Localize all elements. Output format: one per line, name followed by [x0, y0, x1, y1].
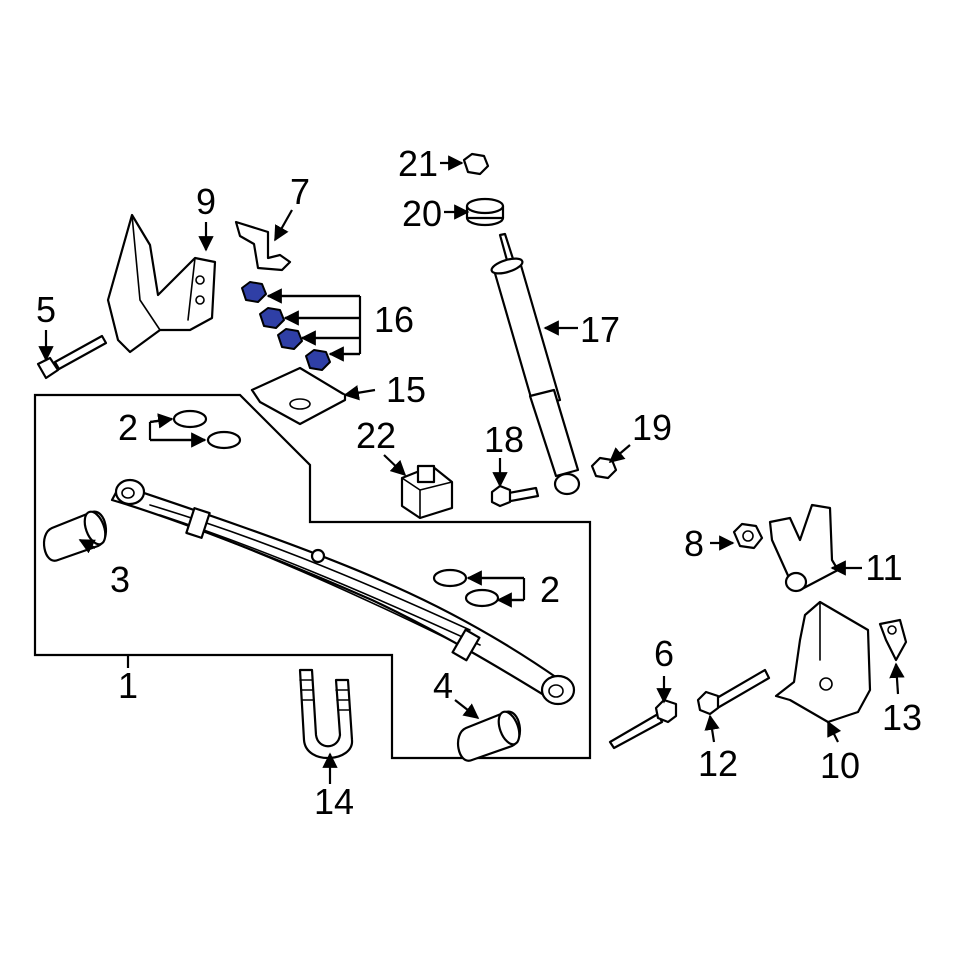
- u-bolt[interactable]: [298, 668, 354, 760]
- callout-2-upper[interactable]: 2: [118, 407, 138, 448]
- u-bolt-nut-3[interactable]: [277, 328, 303, 350]
- shock-upper-nut[interactable]: [462, 152, 490, 176]
- insulator-rings-lower[interactable]: [432, 568, 500, 608]
- callout-21[interactable]: 21: [398, 143, 438, 184]
- spring-shackle[interactable]: [768, 503, 840, 593]
- callout-12[interactable]: 12: [698, 743, 738, 784]
- shock-absorber[interactable]: [490, 232, 581, 496]
- shock-lower-bolt[interactable]: [490, 484, 540, 508]
- shackle-bolt[interactable]: [608, 698, 678, 750]
- shock-lower-nut[interactable]: [590, 456, 618, 480]
- callout-9[interactable]: 9: [196, 181, 216, 222]
- callout-5[interactable]: 5: [36, 289, 56, 330]
- clip-bracket[interactable]: [234, 220, 292, 272]
- front-hanger-bolt[interactable]: [36, 334, 108, 380]
- rear-spring-hanger[interactable]: [774, 600, 872, 724]
- spring-plate[interactable]: [250, 366, 347, 426]
- callout-8[interactable]: 8: [684, 523, 704, 564]
- callout-19[interactable]: 19: [632, 407, 672, 448]
- callout-18[interactable]: 18: [484, 419, 524, 460]
- callout-22[interactable]: 22: [356, 415, 396, 456]
- callout-13[interactable]: 13: [882, 697, 922, 738]
- callout-15[interactable]: 15: [386, 369, 426, 410]
- u-bolt-nut-2[interactable]: [259, 307, 285, 329]
- callout-16[interactable]: 16: [374, 299, 414, 340]
- leader-lines: [38, 155, 905, 784]
- callout-7[interactable]: 7: [290, 171, 310, 212]
- callout-1[interactable]: 1: [118, 665, 138, 706]
- rear-bushing[interactable]: [456, 709, 523, 762]
- callout-14[interactable]: 14: [314, 781, 354, 822]
- u-bolt-nut-4[interactable]: [305, 349, 331, 371]
- front-bushing[interactable]: [42, 509, 109, 562]
- u-bolt-nut-1[interactable]: [241, 281, 267, 303]
- callout-11[interactable]: 11: [865, 547, 902, 588]
- leaf-spring-assembly-outline: [33, 393, 592, 760]
- insulator-rings-upper[interactable]: [172, 409, 242, 450]
- callout-labels: 1 2 2 3 4 5 6 7 8 9 10 11 12 13 14 15 16…: [36, 143, 922, 822]
- callout-6[interactable]: 6: [654, 633, 674, 674]
- hanger-bracket-tab[interactable]: [878, 618, 908, 662]
- callout-17[interactable]: 17: [580, 309, 620, 350]
- u-bolt-nuts[interactable]: [241, 281, 331, 371]
- callout-2-lower[interactable]: 2: [540, 569, 560, 610]
- callout-3[interactable]: 3: [110, 559, 130, 600]
- leaf-spring[interactable]: [110, 478, 576, 706]
- jounce-bumper[interactable]: [400, 464, 454, 520]
- callout-10[interactable]: 10: [820, 745, 860, 786]
- hanger-bolt[interactable]: [696, 668, 771, 716]
- shackle-nut[interactable]: [732, 522, 764, 550]
- callout-4[interactable]: 4: [433, 665, 453, 706]
- front-spring-hanger[interactable]: [106, 213, 217, 354]
- callout-20[interactable]: 20: [402, 193, 442, 234]
- shock-upper-bushing[interactable]: [465, 197, 505, 227]
